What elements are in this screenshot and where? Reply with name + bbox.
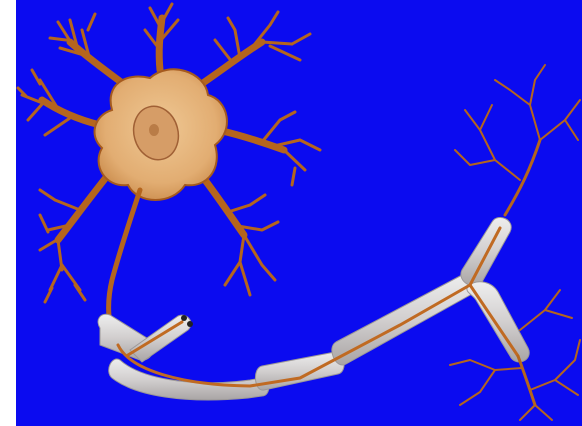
neuron-svg	[16, 0, 582, 426]
nucleolus	[149, 124, 159, 136]
neuron-illustration	[16, 0, 582, 426]
